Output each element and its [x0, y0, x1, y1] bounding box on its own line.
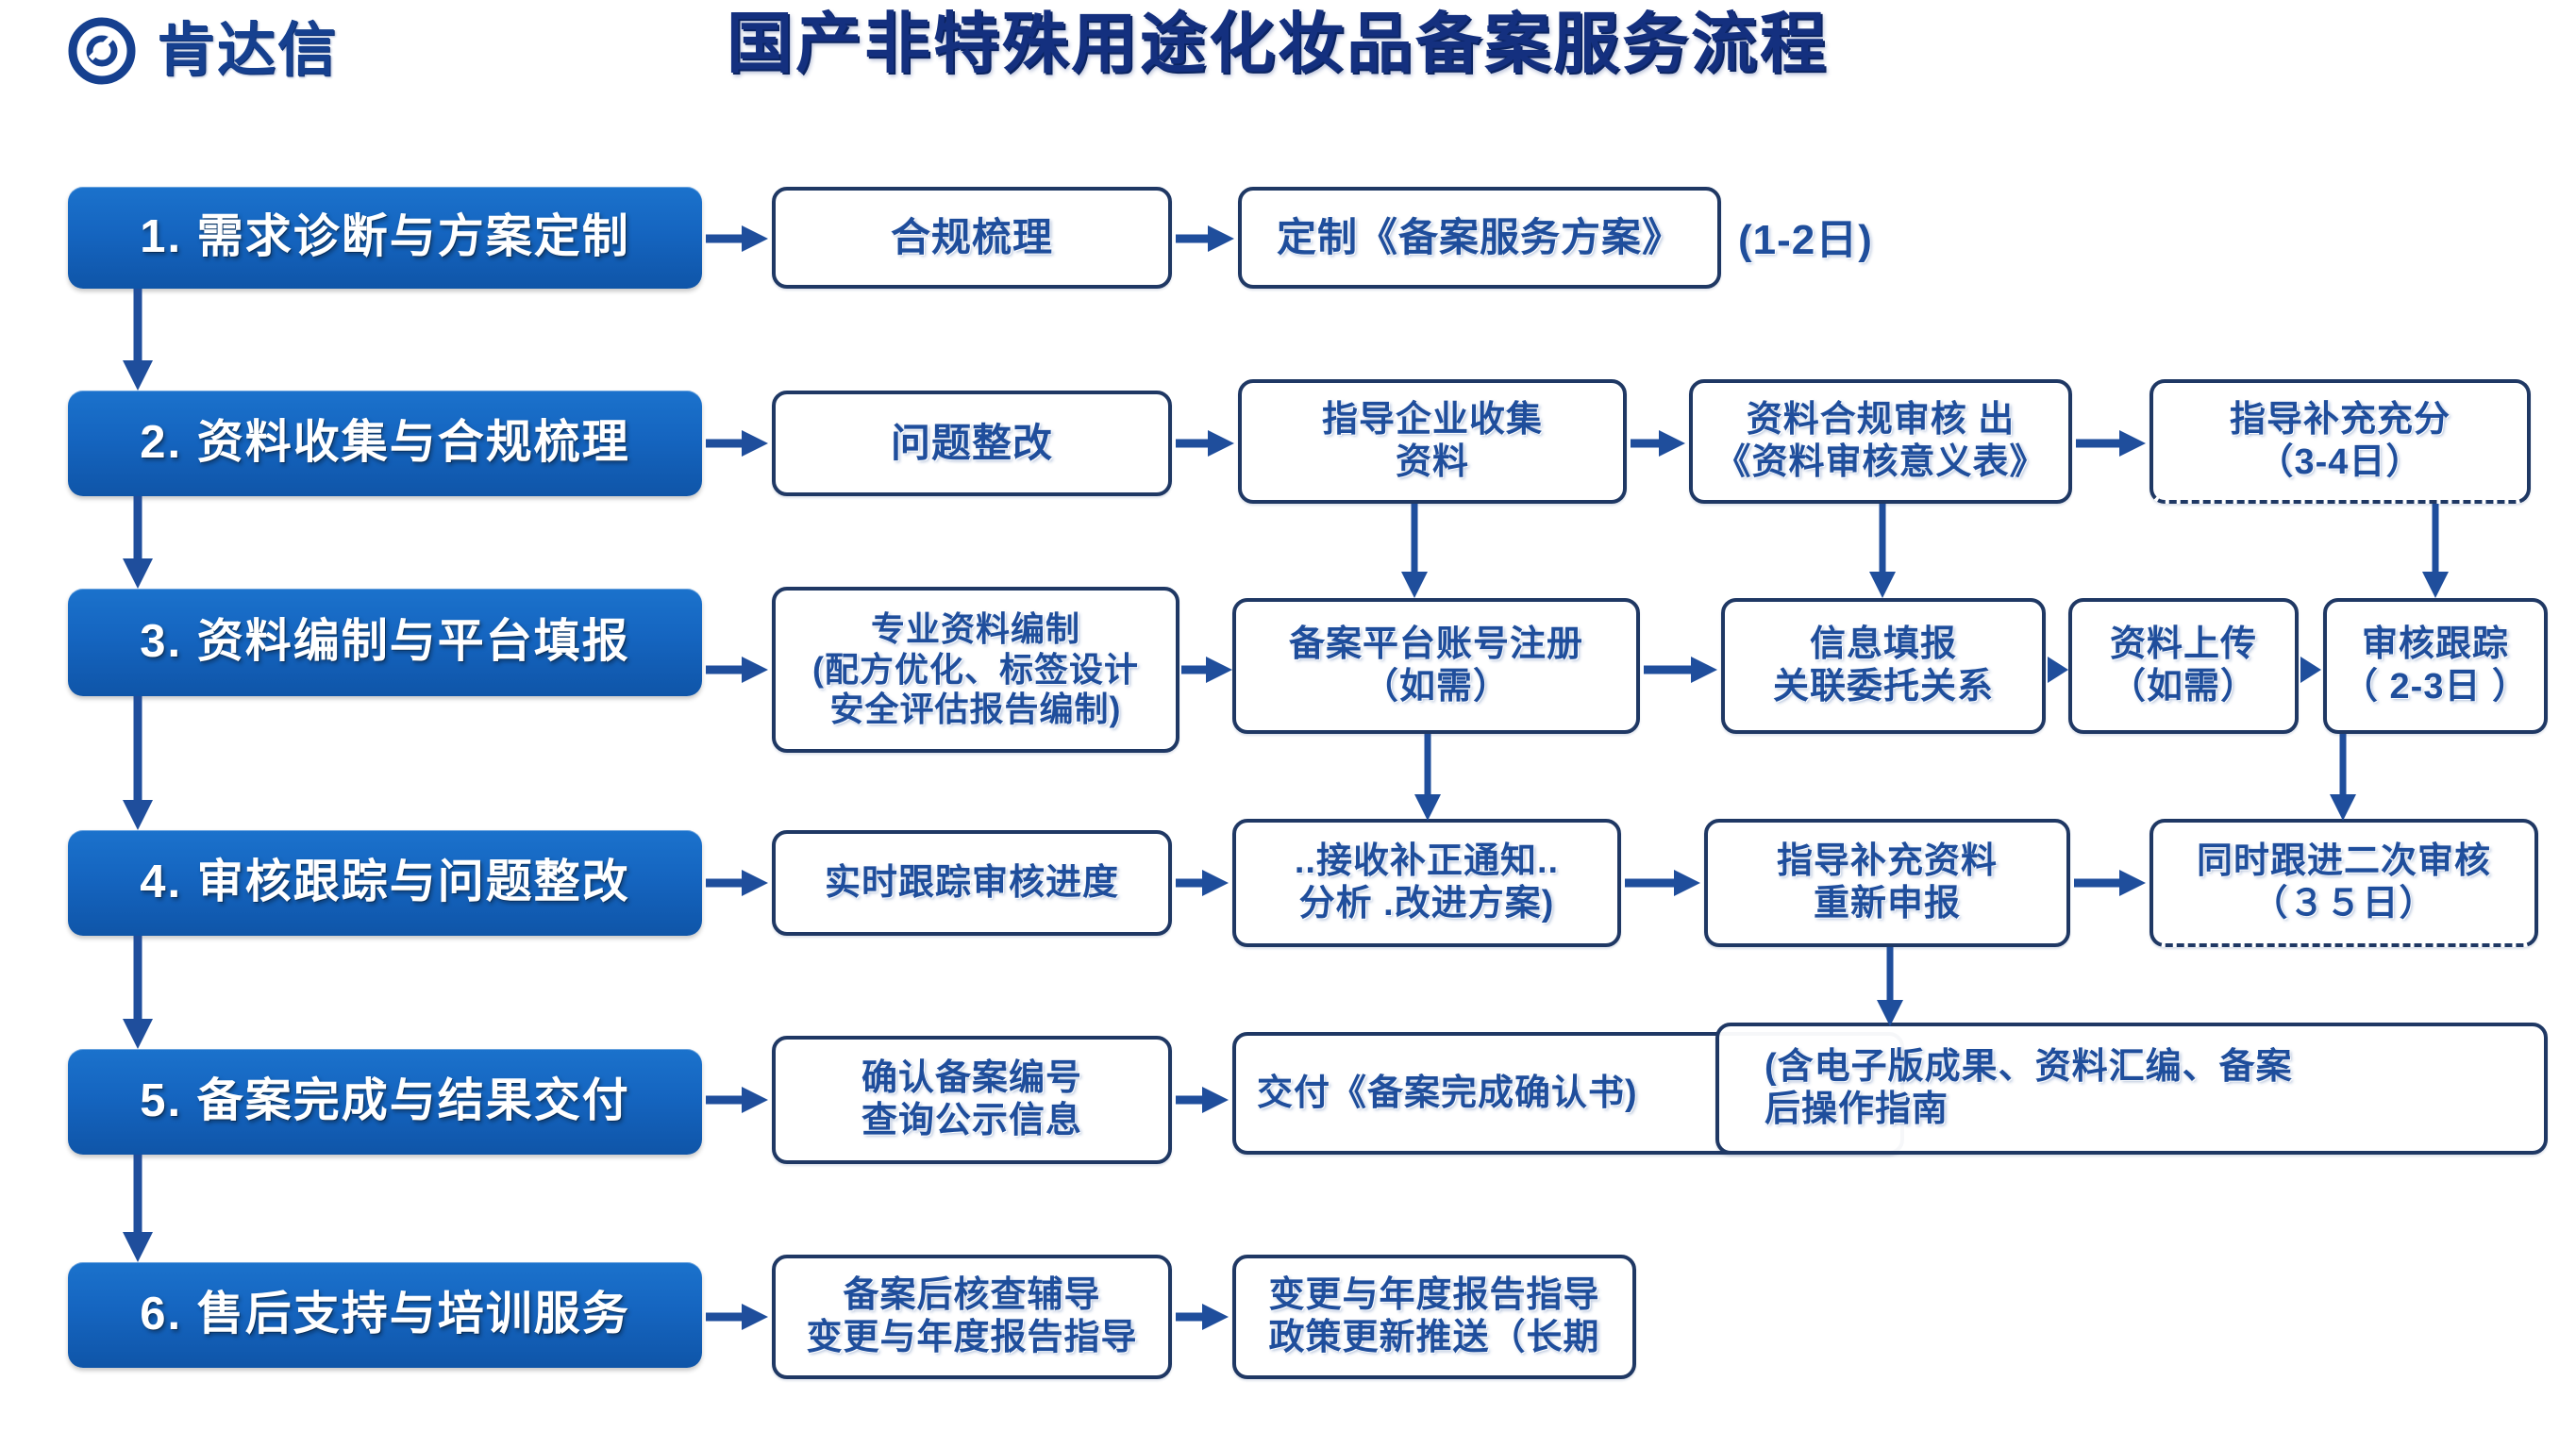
step-1-box[interactable]: 1. 需求诊断与方案定制 — [68, 187, 702, 289]
arrow-step4-to-step5 — [121, 936, 155, 1051]
arrow-row2-card1-to-card2 — [1176, 427, 1236, 459]
row3-card-3[interactable]: 信息填报 关联委托关系 — [1721, 598, 2046, 734]
arrow-step2-to-step3 — [121, 496, 155, 591]
step-2-label: 2. 资料收集与合规梳理 — [140, 417, 630, 469]
step-2-box[interactable]: 2. 资料收集与合规梳理 — [68, 391, 702, 496]
arrow-row3card2-down-to-row4card2 — [1412, 734, 1444, 824]
row1-card-2[interactable]: 定制《备案服务方案》 — [1238, 187, 1721, 289]
arrow-row1-card1-to-card2 — [1176, 223, 1236, 255]
arrow-row3-card4-to-card5 — [2300, 654, 2323, 686]
row5-card-1-label: 确认备案编号 查询公示信息 — [861, 1058, 1082, 1140]
row6-card-1-label: 备案后核查辅导 变更与年度报告指导 — [806, 1275, 1138, 1357]
row5-card-3-label: (含电子版成果、资料汇编、备案 后操作指南 — [1765, 1047, 2293, 1129]
row5-card-3[interactable]: (含电子版成果、资料汇编、备案 后操作指南 — [1715, 1023, 2548, 1155]
row2-card-2-label: 指导企业收集 资料 — [1321, 400, 1543, 482]
step-4-label: 4. 审核跟踪与问题整改 — [140, 857, 630, 908]
row1-card-2-label: 定制《备案服务方案》 — [1276, 215, 1682, 260]
company-name: 肯达信 — [157, 18, 339, 83]
step-6-box[interactable]: 6. 售后支持与培训服务 — [68, 1262, 702, 1368]
row1-card-1-label: 合规梳理 — [890, 215, 1053, 260]
arrow-row2-card2-to-card3 — [1631, 427, 1687, 459]
arrow-row3-card2-to-card3 — [1644, 654, 1719, 686]
step-4-box[interactable]: 4. 审核跟踪与问题整改 — [68, 830, 702, 936]
arrow-step3-to-step4 — [121, 696, 155, 832]
row4-card-1-label: 实时跟踪审核进度 — [824, 862, 1119, 903]
row6-card-1[interactable]: 备案后核查辅导 变更与年度报告指导 — [772, 1255, 1172, 1379]
row3-card-5[interactable]: 审核跟踪 （ 2-3日 ） — [2323, 598, 2548, 734]
row2-card-3-label: 资料合规审核 出 《资料审核意义表》 — [1715, 400, 2047, 482]
arrow-step4-to-card1 — [706, 867, 770, 899]
row3-card-5-label: 审核跟踪 （ 2-3日 ） — [2341, 624, 2530, 707]
company-logo-icon — [68, 17, 136, 85]
row3-card-3-label: 信息填报 关联委托关系 — [1772, 624, 1994, 707]
row3-card-1[interactable]: 专业资料编制 (配方优化、标签设计 安全评估报告编制) — [772, 587, 1179, 753]
arrow-step5-to-step6 — [121, 1155, 155, 1264]
row4-card-4-label: 同时跟进二次审核 （３５日） — [2196, 841, 2491, 924]
arrow-row4-card3-to-card4 — [2074, 867, 2148, 899]
step-5-label: 5. 备案完成与结果交付 — [140, 1075, 630, 1127]
arrow-row3card5-down-to-row4card4 — [2327, 734, 2359, 824]
arrow-row4card3-down-to-row5card3 — [1874, 947, 1906, 1030]
arrow-row2card3-down-to-row3card3 — [1866, 504, 1899, 602]
arrow-step1-to-card1 — [706, 223, 770, 255]
arrow-row5-card1-to-card2 — [1176, 1084, 1230, 1116]
row2-card-2[interactable]: 指导企业收集 资料 — [1238, 379, 1627, 504]
arrow-row3-card3-to-card4 — [2048, 654, 2070, 686]
row4-card-1[interactable]: 实时跟踪审核进度 — [772, 830, 1172, 936]
arrow-step3-to-card1 — [706, 654, 770, 686]
step-3-box[interactable]: 3. 资料编制与平台填报 — [68, 589, 702, 696]
row3-card-4[interactable]: 资料上传 （如需） — [2068, 598, 2299, 734]
row1-duration-note: (1-2日) — [1738, 217, 1873, 263]
row2-card-3[interactable]: 资料合规审核 出 《资料审核意义表》 — [1689, 379, 2072, 504]
arrow-row2card2-down-to-row3card2 — [1398, 504, 1430, 602]
row3-card-4-label: 资料上传 （如需） — [2109, 624, 2257, 707]
row3-card-1-label: 专业资料编制 (配方优化、标签设计 安全评估报告编制) — [812, 609, 1139, 729]
row3-card-2[interactable]: 备案平台账号注册 （如需） — [1232, 598, 1640, 734]
row2-card-4[interactable]: 指导补充充分 （3-4日） — [2149, 379, 2531, 504]
arrow-step1-to-step2 — [121, 289, 155, 392]
arrow-row2-card3-to-card4 — [2076, 427, 2148, 459]
row1-card-1[interactable]: 合规梳理 — [772, 187, 1172, 289]
row4-card-3-label: 指导补充资料 重新申报 — [1776, 841, 1998, 924]
step-1-label: 1. 需求诊断与方案定制 — [140, 211, 630, 263]
arrow-step2-to-card1 — [706, 427, 770, 459]
row6-card-2[interactable]: 变更与年度报告指导 政策更新推送（长期 — [1232, 1255, 1636, 1379]
row4-card-2[interactable]: ..接收补正通知.. 分析 .改进方案) — [1232, 819, 1621, 947]
row4-card-4[interactable]: 同时跟进二次审核 （３５日） — [2149, 819, 2538, 947]
row4-card-2-label: ..接收补正通知.. 分析 .改进方案) — [1294, 841, 1560, 924]
row6-card-2-label: 变更与年度报告指导 政策更新推送（长期 — [1268, 1275, 1600, 1357]
step-6-label: 6. 售后支持与培训服务 — [140, 1289, 630, 1340]
row4-card-3[interactable]: 指导补充资料 重新申报 — [1704, 819, 2070, 947]
brand-logo: 肯达信 — [68, 17, 338, 85]
row5-card-1[interactable]: 确认备案编号 查询公示信息 — [772, 1036, 1172, 1164]
arrow-row6-card1-to-card2 — [1176, 1301, 1230, 1333]
row3-card-2-label: 备案平台账号注册 （如需） — [1288, 624, 1583, 707]
arrow-step5-to-card1 — [706, 1084, 770, 1116]
row5-card-2-label: 交付《备案完成确认书) — [1257, 1073, 1638, 1113]
arrow-row4-card1-to-card2 — [1176, 867, 1230, 899]
arrow-row4-card2-to-card3 — [1625, 867, 1702, 899]
arrow-row2card4-down-to-row3card5 — [2419, 504, 2451, 602]
row2-card-1[interactable]: 问题整改 — [772, 391, 1172, 496]
row2-card-1-label: 问题整改 — [890, 421, 1053, 466]
arrow-row3-card1-to-card2 — [1181, 654, 1234, 686]
step-5-box[interactable]: 5. 备案完成与结果交付 — [68, 1049, 702, 1155]
page-title: 国产非特殊用途化妆品备案服务流程 — [727, 7, 1829, 80]
step-3-label: 3. 资料编制与平台填报 — [140, 616, 630, 668]
row2-card-4-label: 指导补充充分 （3-4日） — [2229, 400, 2451, 482]
arrow-step6-to-card1 — [706, 1301, 770, 1333]
